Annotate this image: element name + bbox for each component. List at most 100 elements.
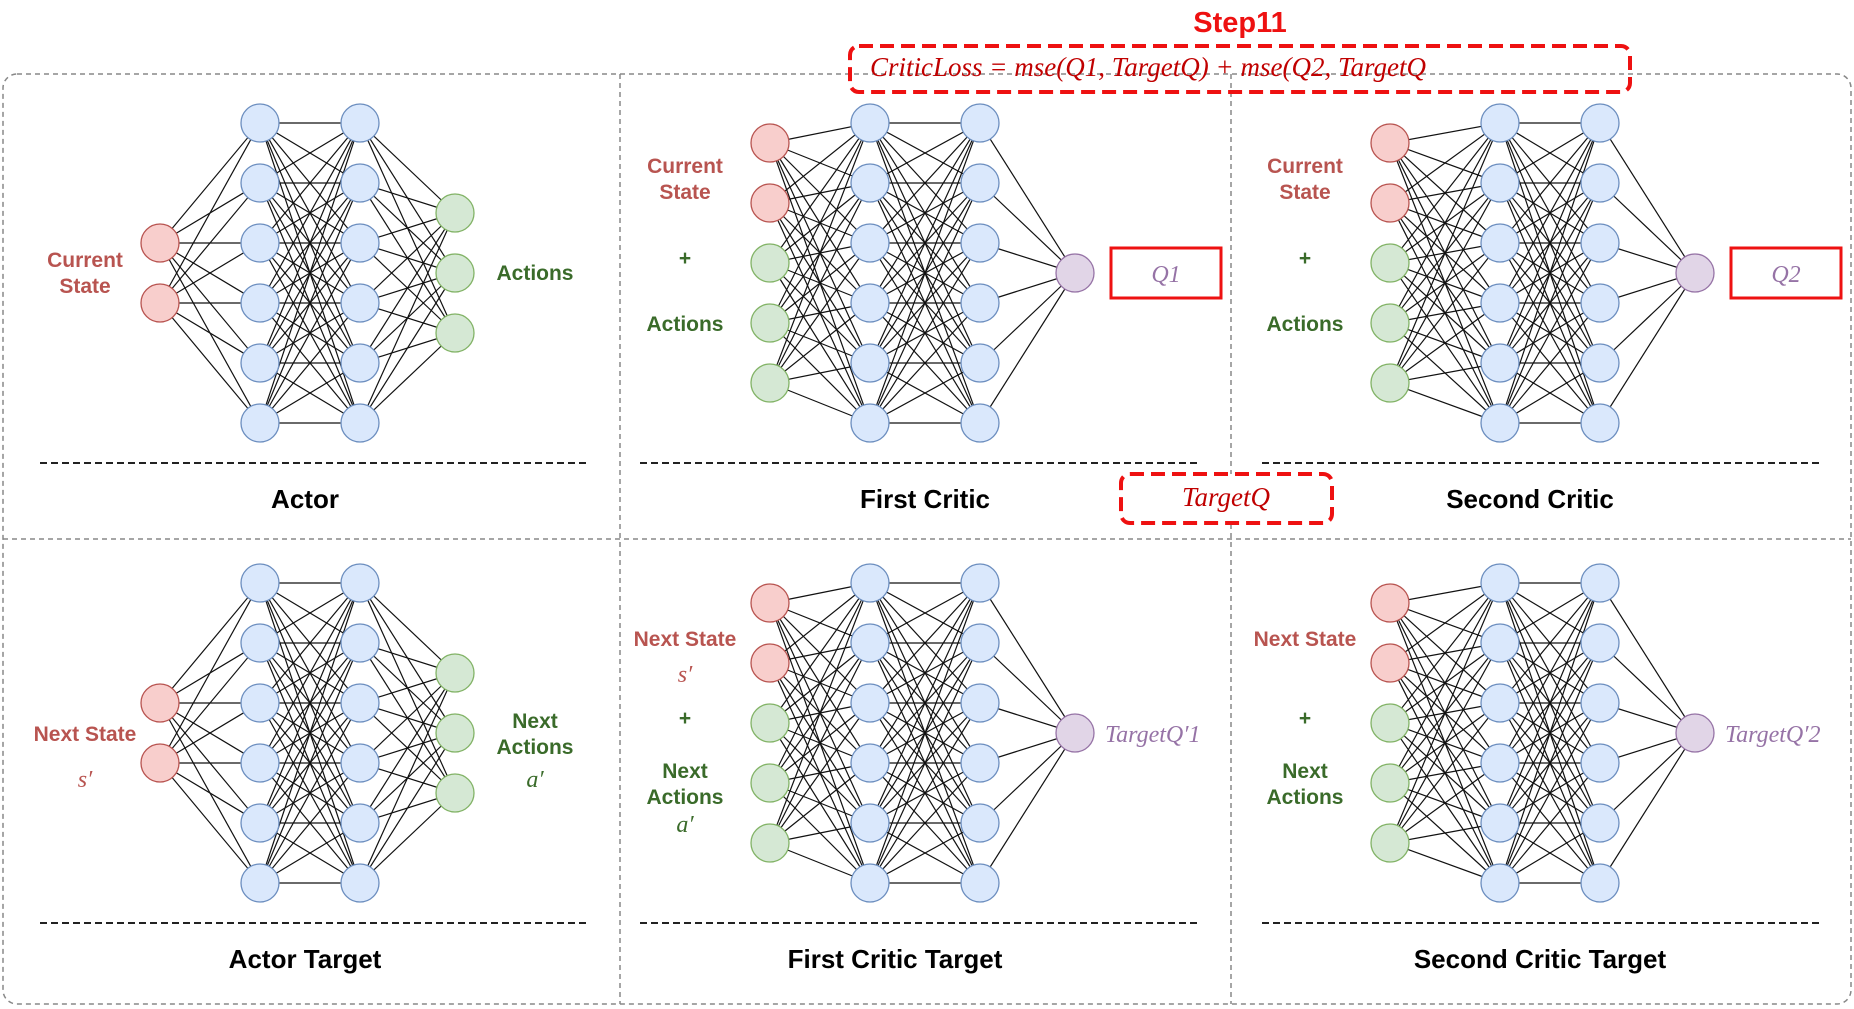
actor-hidden-neuron [240, 283, 280, 323]
connection-line [769, 122, 871, 264]
connection-line [1499, 122, 1601, 304]
connection-line [359, 122, 456, 214]
net-actor [140, 103, 475, 443]
actor-hidden-neuron [240, 163, 280, 203]
actor-target-output-math: a′ [526, 767, 544, 793]
first-critic-target-plus: + [679, 707, 691, 730]
second-critic-target-hidden-neuron [1580, 623, 1620, 663]
first-critic-target-hidden-neuron [960, 863, 1000, 903]
connection-line [769, 122, 871, 384]
actor-state-neuron [140, 283, 180, 323]
connection-line [1599, 732, 1696, 884]
connection-line [1599, 182, 1696, 274]
first-critic-action-label: Actions [646, 313, 723, 336]
connection-line [1389, 242, 1501, 384]
actor-hidden-neuron [240, 223, 280, 263]
second-critic-target-title: Second Critic Target [1414, 944, 1667, 974]
second-critic-target-hidden-neuron [1580, 563, 1620, 603]
actor-target-hidden-neuron [340, 803, 380, 843]
connection-line [1389, 642, 1501, 844]
first-critic-action-neuron [750, 363, 790, 403]
connection-line [979, 732, 1076, 824]
connection-line [1499, 242, 1601, 424]
actor-target-action-neuron [435, 713, 475, 753]
first-critic-action-neuron [750, 303, 790, 343]
actor-action-neuron [435, 253, 475, 293]
connection-line [1389, 122, 1501, 264]
connection-line [769, 302, 871, 384]
connection-line [259, 122, 361, 304]
connection-line [769, 582, 871, 664]
connection-line [869, 582, 981, 764]
actor-target-hidden-neuron [240, 563, 280, 603]
connection-line [159, 762, 261, 884]
q1-output-box [1109, 246, 1223, 300]
connection-line [1599, 732, 1696, 824]
actor-title: Actor [271, 484, 339, 514]
connection-line [869, 122, 981, 304]
connection-line [359, 272, 456, 424]
second-critic-target-connections [1389, 582, 1696, 884]
actor-connections [159, 122, 456, 424]
second-critic-state-neuron [1370, 183, 1410, 223]
first-critic-hidden-neuron [850, 163, 890, 203]
connection-line [159, 122, 261, 304]
connection-line [359, 672, 456, 764]
connection-line [259, 242, 361, 424]
connection-line [1389, 582, 1501, 844]
actor-target-input-label: Next State [34, 723, 137, 746]
connection-line [869, 582, 981, 824]
q2-output-label: Q2 [1771, 262, 1800, 288]
actor-hidden-neuron [340, 223, 380, 263]
connection-line [769, 582, 871, 844]
connection-line [359, 672, 456, 824]
first-critic-hidden-neuron [960, 223, 1000, 263]
connection-line [869, 242, 981, 424]
first-critic-action-neuron [750, 243, 790, 283]
first-critic-target-action-neuron [750, 703, 790, 743]
connection-line [1389, 582, 1501, 664]
net-actor-target [140, 563, 475, 903]
connection-line [869, 122, 981, 364]
second-critic-output-neuron [1675, 253, 1715, 293]
first-critic-hidden-neuron [850, 343, 890, 383]
second-critic-connections [1389, 122, 1696, 424]
connection-line [159, 122, 261, 244]
targetq-label: TargetQ [1182, 482, 1270, 512]
second-critic-target-action-neuron [1370, 703, 1410, 743]
first-critic-title: First Critic [860, 484, 990, 514]
connection-line [869, 122, 981, 184]
first-critic-target-state-neuron [750, 583, 790, 623]
connection-line [359, 732, 456, 884]
second-critic-target-output-neuron [1675, 713, 1715, 753]
first-critic-output-neuron [1055, 253, 1095, 293]
connection-line [769, 182, 871, 384]
second-critic-hidden-neuron [1580, 223, 1620, 263]
second-critic-target-action-label-line2: Actions [1266, 786, 1343, 809]
actor-target-title: Actor Target [229, 944, 382, 974]
actor-target-state-neuron [140, 743, 180, 783]
second-critic-target-plus: + [1299, 707, 1311, 730]
actor-target-hidden-neuron [240, 863, 280, 903]
actor-target-output-label-line2: Actions [496, 736, 573, 759]
second-critic-target-hidden-neuron [1580, 863, 1620, 903]
actor-hidden-neuron [340, 163, 380, 203]
connection-line [359, 212, 456, 304]
second-critic-target-hidden-neuron [1480, 623, 1520, 663]
second-critic-input-label-line2: State [1279, 181, 1330, 204]
first-critic-target-hidden-neuron [850, 863, 890, 903]
first-critic-hidden-neuron [960, 103, 1000, 143]
second-critic-target-action-label-line1: Next [1282, 760, 1328, 783]
second-critic-hidden-neuron [1480, 223, 1520, 263]
loss-formula: CriticLoss = mse(Q1, TargetQ) + mse(Q2, … [870, 52, 1426, 82]
connection-line [259, 122, 361, 244]
connection-line [869, 582, 981, 704]
step-label: Step11 [1193, 7, 1287, 39]
connection-line [1389, 582, 1501, 784]
first-critic-target-state-neuron [750, 643, 790, 683]
second-critic-target-state-neuron [1370, 643, 1410, 683]
second-critic-hidden-neuron [1480, 403, 1520, 443]
second-critic-action-neuron [1370, 303, 1410, 343]
actor-target-hidden-neuron [240, 743, 280, 783]
